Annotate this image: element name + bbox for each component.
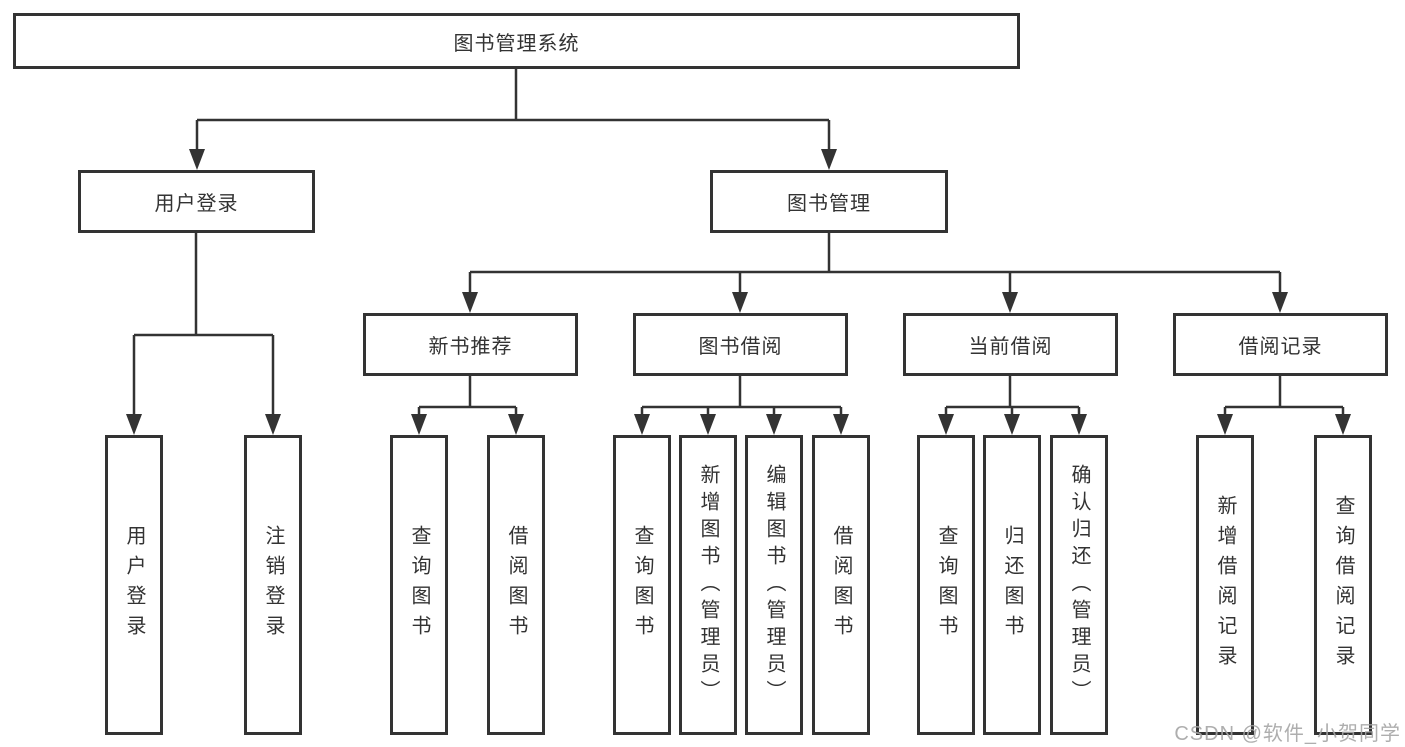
leaf-add-books-admin: 新增图书（管理员） bbox=[679, 435, 737, 735]
node-book-borrowing: 图书借阅 bbox=[633, 313, 848, 376]
node-label: 图书管理 bbox=[787, 193, 871, 215]
leaf-label: 用户登录 bbox=[123, 525, 145, 645]
csdn-watermark: CSDN @软件_小贺同学 bbox=[1174, 723, 1401, 745]
node-book-management: 图书管理 bbox=[710, 170, 948, 233]
leaf-label: 新增图书（管理员） bbox=[697, 463, 719, 707]
leaf-label: 注销登录 bbox=[262, 525, 284, 645]
leaf-logout: 注销登录 bbox=[244, 435, 302, 735]
leaf-label: 借阅图书 bbox=[505, 525, 527, 645]
leaf-borrow-books: 借阅图书 bbox=[487, 435, 545, 735]
leaf-label: 确认归还（管理员） bbox=[1068, 463, 1090, 707]
leaf-edit-books-admin: 编辑图书（管理员） bbox=[745, 435, 803, 735]
leaf-query-books: 查询图书 bbox=[917, 435, 975, 735]
node-label: 用户登录 bbox=[154, 193, 239, 215]
node-borrow-records: 借阅记录 bbox=[1173, 313, 1388, 376]
leaf-label: 编辑图书（管理员） bbox=[763, 463, 785, 707]
node-label: 图书管理系统 bbox=[453, 32, 580, 55]
node-root-system: 图书管理系统 bbox=[13, 13, 1020, 69]
leaf-label: 新增借阅记录 bbox=[1214, 495, 1236, 675]
leaf-borrow-books: 借阅图书 bbox=[812, 435, 870, 735]
leaf-label: 借阅图书 bbox=[830, 525, 852, 645]
leaf-label: 查询图书 bbox=[935, 525, 957, 645]
leaf-label: 归还图书 bbox=[1001, 525, 1023, 645]
node-label: 新书推荐 bbox=[428, 336, 513, 358]
leaf-label: 查询图书 bbox=[631, 525, 653, 645]
node-label: 图书借阅 bbox=[698, 336, 783, 358]
leaf-query-books: 查询图书 bbox=[390, 435, 448, 735]
leaf-query-borrow-record: 查询借阅记录 bbox=[1314, 435, 1372, 735]
leaf-return-books: 归还图书 bbox=[983, 435, 1041, 735]
node-label: 借阅记录 bbox=[1238, 336, 1323, 358]
leaf-confirm-return-admin: 确认归还（管理员） bbox=[1050, 435, 1108, 735]
leaf-label: 查询图书 bbox=[408, 525, 430, 645]
node-current-borrowing: 当前借阅 bbox=[903, 313, 1118, 376]
leaf-add-borrow-record: 新增借阅记录 bbox=[1196, 435, 1254, 735]
leaf-query-books: 查询图书 bbox=[613, 435, 671, 735]
leaf-label: 查询借阅记录 bbox=[1332, 495, 1354, 675]
node-new-book-recommend: 新书推荐 bbox=[363, 313, 578, 376]
leaf-user-login: 用户登录 bbox=[105, 435, 163, 735]
node-label: 当前借阅 bbox=[968, 336, 1053, 358]
node-user-login: 用户登录 bbox=[78, 170, 315, 233]
